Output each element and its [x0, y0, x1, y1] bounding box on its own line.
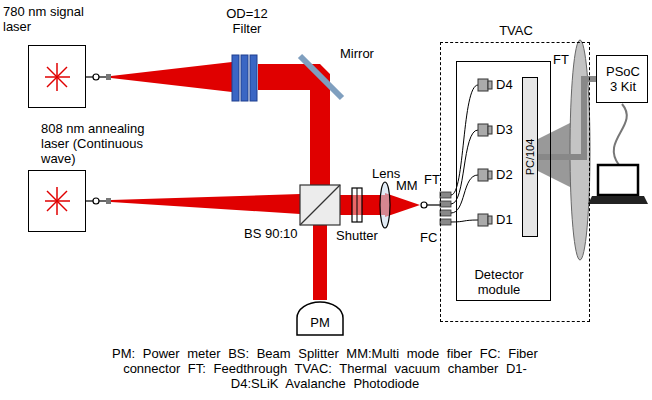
laptop: [588, 165, 648, 204]
node-text: PM: [295, 315, 345, 330]
fiber-connector: [106, 198, 111, 204]
od-filter: [232, 55, 257, 101]
part-label: Mirror: [340, 46, 374, 61]
part-label: OD=12 Filter: [222, 6, 272, 36]
avalanche-photodiode: [478, 79, 492, 226]
part-label: FT: [424, 172, 440, 187]
node-text: TVAC: [441, 23, 591, 38]
part-label: FT: [553, 52, 569, 67]
part-label: Lens: [372, 166, 400, 181]
mirror: [300, 56, 342, 98]
pc104-board: PC/104: [522, 77, 538, 237]
laser-box: 780 nm signal laser: [28, 45, 86, 108]
part-label: MM: [396, 178, 418, 193]
part-label: D1: [496, 212, 513, 227]
power-meter: PM: [295, 300, 345, 336]
node-text: PSoC 3 Kit: [603, 64, 643, 94]
part-label: D3: [496, 122, 513, 137]
beam-splitter: [300, 185, 340, 225]
laser-beam: [111, 62, 420, 300]
fiber-feedthrough: [440, 192, 451, 225]
part-label: Shutter: [336, 228, 378, 243]
node-text: 808 nm annealing laser (Continuous wave): [41, 121, 163, 166]
fiber-connector: [106, 74, 111, 80]
part-label: D2: [496, 167, 513, 182]
ribbon-cable: [538, 79, 596, 157]
abbreviation-key: PM: Power meter BS: Beam Splitter MM:Mul…: [105, 346, 545, 391]
vacuum-chamber: TVACDetector modulePC/104: [440, 42, 590, 322]
part-label: BS 90:10: [244, 226, 298, 241]
mm-fiber: [421, 202, 440, 208]
part-label: FC: [420, 230, 437, 245]
node-text: PC/104: [523, 139, 538, 176]
lens: [380, 182, 390, 228]
usb-cable: [614, 104, 627, 165]
node-text: 780 nm signal laser: [3, 4, 113, 34]
node-text: Detector module: [459, 267, 539, 297]
part-label: D4: [496, 77, 513, 92]
psoc-kit: PSoC 3 Kit: [596, 55, 648, 103]
shutter: [352, 188, 362, 222]
laser-box: 808 nm annealing laser (Continuous wave): [28, 170, 86, 232]
